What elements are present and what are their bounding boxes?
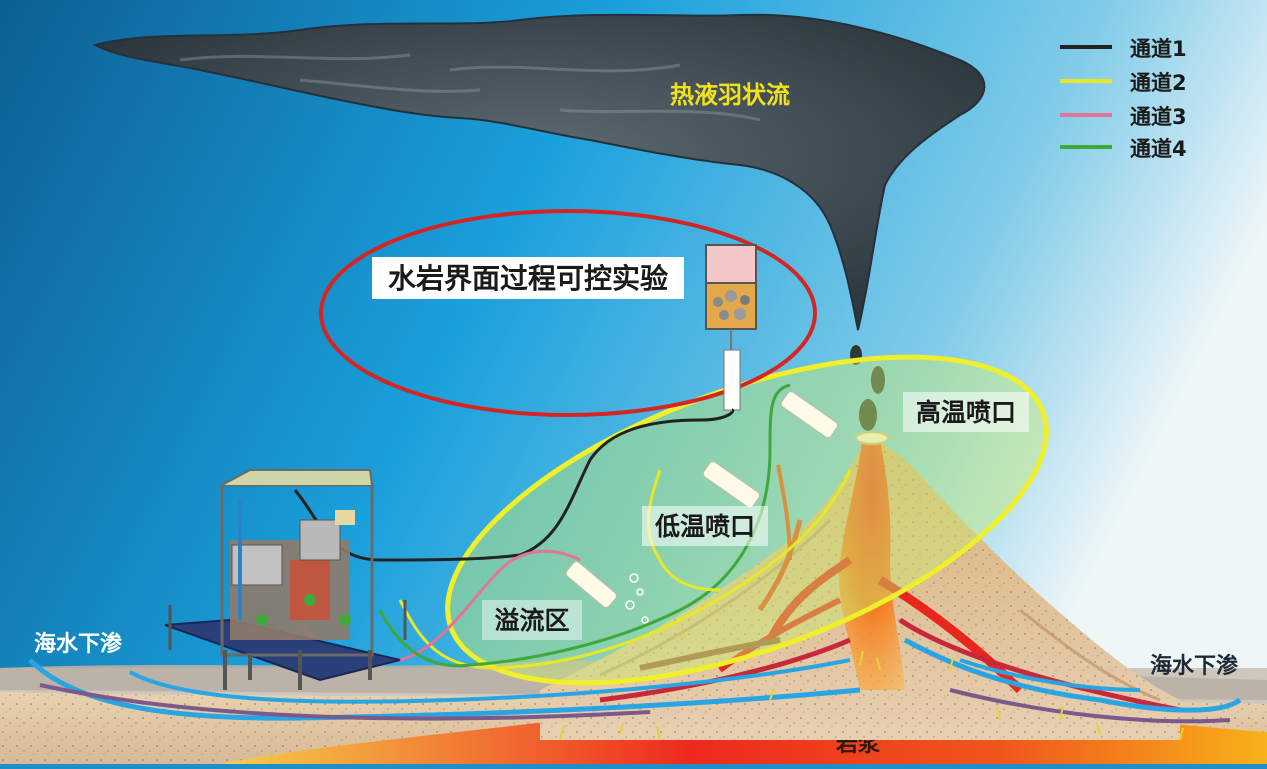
legend-item-channel-2: 通道2	[1060, 71, 1187, 95]
seawater-infiltration-flows	[28, 637, 1242, 724]
legend-label-channel-1: 通道1	[1130, 37, 1187, 61]
high-temp-vent-label-box	[903, 392, 1029, 432]
plume-label: 热液羽状流	[670, 81, 790, 109]
experiment-label: 水岩界面过程可控实验	[388, 262, 668, 295]
plume-droplet	[871, 366, 885, 394]
experiment-ellipse	[319, 209, 817, 417]
legend-label-channel-4: 通道4	[1130, 137, 1187, 161]
plume-droplet	[859, 399, 877, 431]
legend-label-channel-3: 通道3	[1130, 105, 1187, 129]
low-temp-vent-label: 低温喷口	[654, 512, 755, 541]
overflow-zone-label: 溢流区	[494, 606, 569, 635]
sampling-tubes	[565, 391, 839, 624]
seawater-infiltration-label-right: 海水下渗	[1150, 653, 1239, 679]
reaction-vessel	[705, 244, 757, 411]
low-temp-vent-label-box	[642, 506, 768, 546]
legend-item-channel-4: 通道4	[1060, 137, 1187, 161]
high-temp-vent-label: 高温喷口	[916, 398, 1016, 427]
channel-1-line	[293, 408, 735, 562]
channel-2-line	[398, 469, 852, 670]
legend-item-channel-1: 通道1	[1060, 37, 1187, 61]
seawater-infiltration-label-left: 海水下渗	[34, 631, 123, 657]
overflow-zone-label-box	[482, 600, 582, 640]
legend-label-channel-2: 通道2	[1130, 71, 1187, 95]
legend: 通道1 通道2 通道3 通道4	[1060, 37, 1187, 161]
hydrothermal-plume	[92, 13, 986, 431]
channel-4-line	[378, 383, 791, 668]
heat-marks	[559, 650, 1184, 741]
channel-2-branch	[646, 469, 721, 592]
experiment-label-box	[372, 257, 684, 299]
seafloor-lander	[164, 469, 407, 690]
legend-item-channel-3: 通道3	[1060, 105, 1187, 129]
